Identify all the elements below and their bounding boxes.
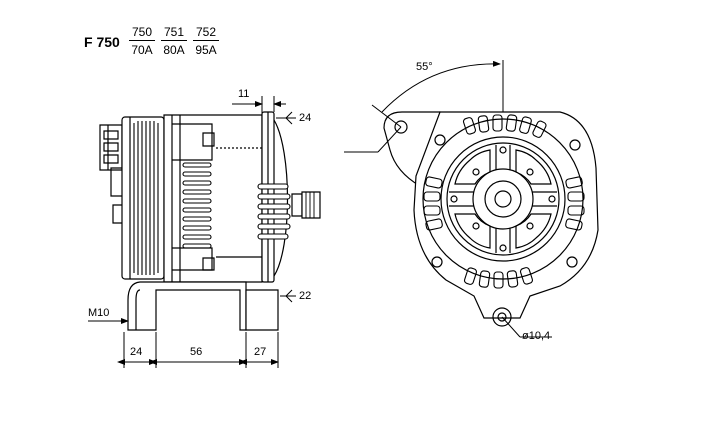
rear-fins (134, 121, 158, 275)
dim-base-left: 24 (130, 346, 143, 358)
variant-752: 752 95A (193, 26, 219, 56)
model-label: F 750 (84, 34, 120, 50)
variant-current: 70A (131, 43, 153, 57)
body-fins (183, 163, 211, 248)
dim-upper-right: 24 (299, 112, 312, 124)
dim-lower-right: 22 (299, 290, 312, 302)
dimension-lines (88, 60, 552, 368)
variant-750: 750 70A (129, 26, 155, 56)
dim-base-right: 27 (254, 346, 267, 358)
fan-spokes (449, 145, 557, 253)
variant-code: 750 (129, 26, 155, 41)
front-fan-fins (258, 184, 290, 239)
variant-code: 751 (161, 26, 187, 41)
dim-angle: 55° (416, 61, 433, 73)
variant-current: 95A (195, 43, 217, 57)
alternator-side-view (100, 112, 320, 330)
dim-top-offset: 11 (238, 88, 250, 100)
variant-code: 752 (193, 26, 219, 41)
dim-bolt: M10 (88, 307, 110, 319)
dim-base-mid: 56 (190, 346, 203, 358)
alternator-front-view (384, 112, 598, 326)
dim-hole: ø10,4 (522, 330, 551, 342)
variant-751: 751 80A (161, 26, 187, 56)
front-vent-fins (424, 115, 584, 288)
variant-current: 80A (163, 43, 185, 57)
